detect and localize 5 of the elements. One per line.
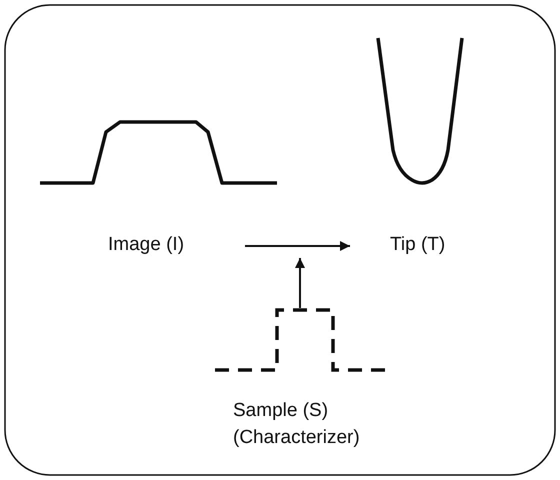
node-label: Sample (S) (Characterizer)	[233, 399, 361, 450]
arrow	[245, 241, 350, 251]
arrow	[295, 258, 305, 308]
node-label: Image (I)	[108, 233, 184, 257]
node-label: Tip (T)	[390, 233, 446, 257]
